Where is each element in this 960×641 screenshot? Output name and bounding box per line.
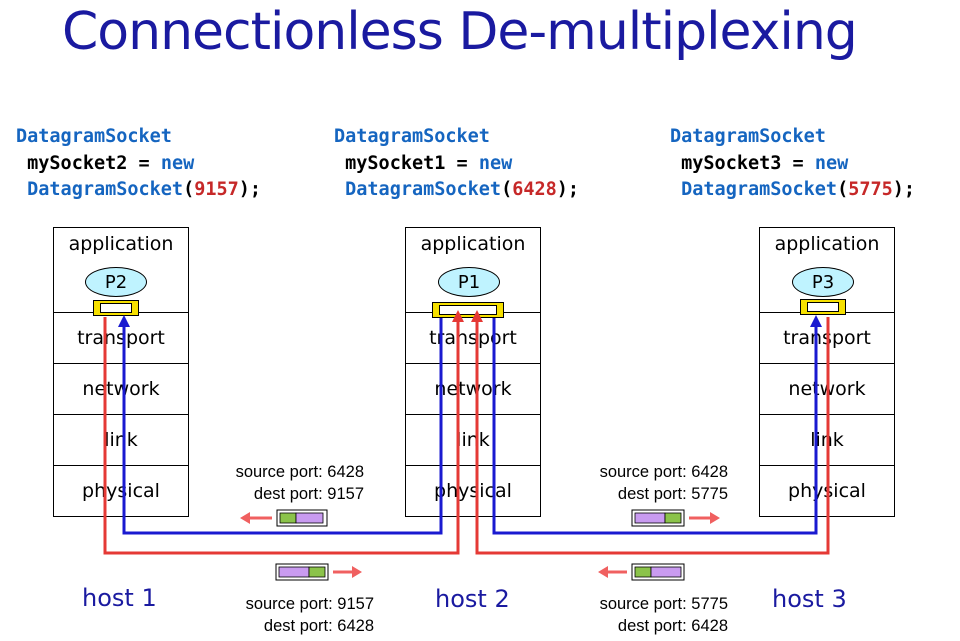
code-new: new <box>160 152 195 174</box>
code-new: new <box>814 152 849 174</box>
segment-label-d: source port: 5775 dest port: 6428 <box>600 593 728 637</box>
layer-link: link <box>406 414 540 465</box>
code-var: mySocket2 <box>27 152 128 174</box>
code-new: new <box>478 152 513 174</box>
layer-application: application <box>420 233 526 255</box>
arrow-right-c <box>333 566 362 578</box>
segment-b-source: source port: 6428 <box>599 463 728 481</box>
code-close: ); <box>238 179 262 200</box>
code-eq: = <box>127 152 161 174</box>
packet-segment-b <box>631 509 685 527</box>
code-open: ( <box>183 179 195 200</box>
layer-network: network <box>406 363 540 414</box>
code-port: 9157 <box>194 179 239 200</box>
segment-c-dest: dest port: 6428 <box>263 617 374 635</box>
host-label-3: host 3 <box>772 585 847 613</box>
packet-segment-a <box>276 509 328 527</box>
process-p3: P3 <box>792 267 854 297</box>
arrow-left-d <box>598 566 627 578</box>
segment-label-a: source port: 6428 dest port: 9157 <box>236 461 364 505</box>
segment-a-dest: dest port: 9157 <box>253 485 364 503</box>
layer-application: application <box>774 233 880 255</box>
segment-a-source: source port: 6428 <box>235 463 364 481</box>
code-block-host2: DatagramSocket mySocket1 = new DatagramS… <box>334 124 579 204</box>
code-close: ); <box>556 179 580 200</box>
code-type: DatagramSocket <box>670 126 826 147</box>
layer-physical: physical <box>54 465 188 516</box>
code-type: DatagramSocket <box>16 126 172 147</box>
socket-host2 <box>432 302 504 318</box>
code-ctor: DatagramSocket <box>681 179 838 200</box>
segment-label-c: source port: 9157 dest port: 6428 <box>246 593 374 637</box>
layer-transport: transport <box>54 312 188 363</box>
socket-host1 <box>93 300 139 316</box>
code-close: ); <box>892 179 916 200</box>
layer-application: application <box>68 233 174 255</box>
host-label-2: host 2 <box>435 585 510 613</box>
code-eq: = <box>445 152 479 174</box>
code-ctor: DatagramSocket <box>27 179 184 200</box>
packet-segment-d <box>631 563 685 581</box>
code-open: ( <box>501 179 513 200</box>
segment-b-dest: dest port: 5775 <box>617 485 728 503</box>
segment-c-source: source port: 9157 <box>245 595 374 613</box>
arrow-right-b <box>689 512 720 524</box>
layer-transport: transport <box>760 312 894 363</box>
layer-link: link <box>54 414 188 465</box>
layer-network: network <box>54 363 188 414</box>
code-var: mySocket3 <box>681 152 782 174</box>
layer-network: network <box>760 363 894 414</box>
packet-segment-c <box>275 563 329 581</box>
layer-physical: physical <box>760 465 894 516</box>
code-block-host1: DatagramSocket mySocket2 = new DatagramS… <box>16 124 261 204</box>
layer-link: link <box>760 414 894 465</box>
arrow-left-a <box>240 512 272 524</box>
socket-host3 <box>800 299 846 315</box>
layer-physical: physical <box>406 465 540 516</box>
segment-label-b: source port: 6428 dest port: 5775 <box>600 461 728 505</box>
host-label-1: host 1 <box>82 584 157 612</box>
page-title: Connectionless De-multiplexing <box>62 2 858 62</box>
code-ctor: DatagramSocket <box>345 179 502 200</box>
code-type: DatagramSocket <box>334 126 490 147</box>
code-port: 6428 <box>512 179 557 200</box>
segment-d-source: source port: 5775 <box>599 595 728 613</box>
code-port: 5775 <box>848 179 893 200</box>
process-p2: P2 <box>85 267 147 297</box>
code-eq: = <box>781 152 815 174</box>
process-p1: P1 <box>438 267 500 297</box>
code-open: ( <box>837 179 849 200</box>
code-var: mySocket1 <box>345 152 446 174</box>
layer-transport: transport <box>406 312 540 363</box>
code-block-host3: DatagramSocket mySocket3 = new DatagramS… <box>670 124 915 204</box>
segment-d-dest: dest port: 6428 <box>617 617 728 635</box>
